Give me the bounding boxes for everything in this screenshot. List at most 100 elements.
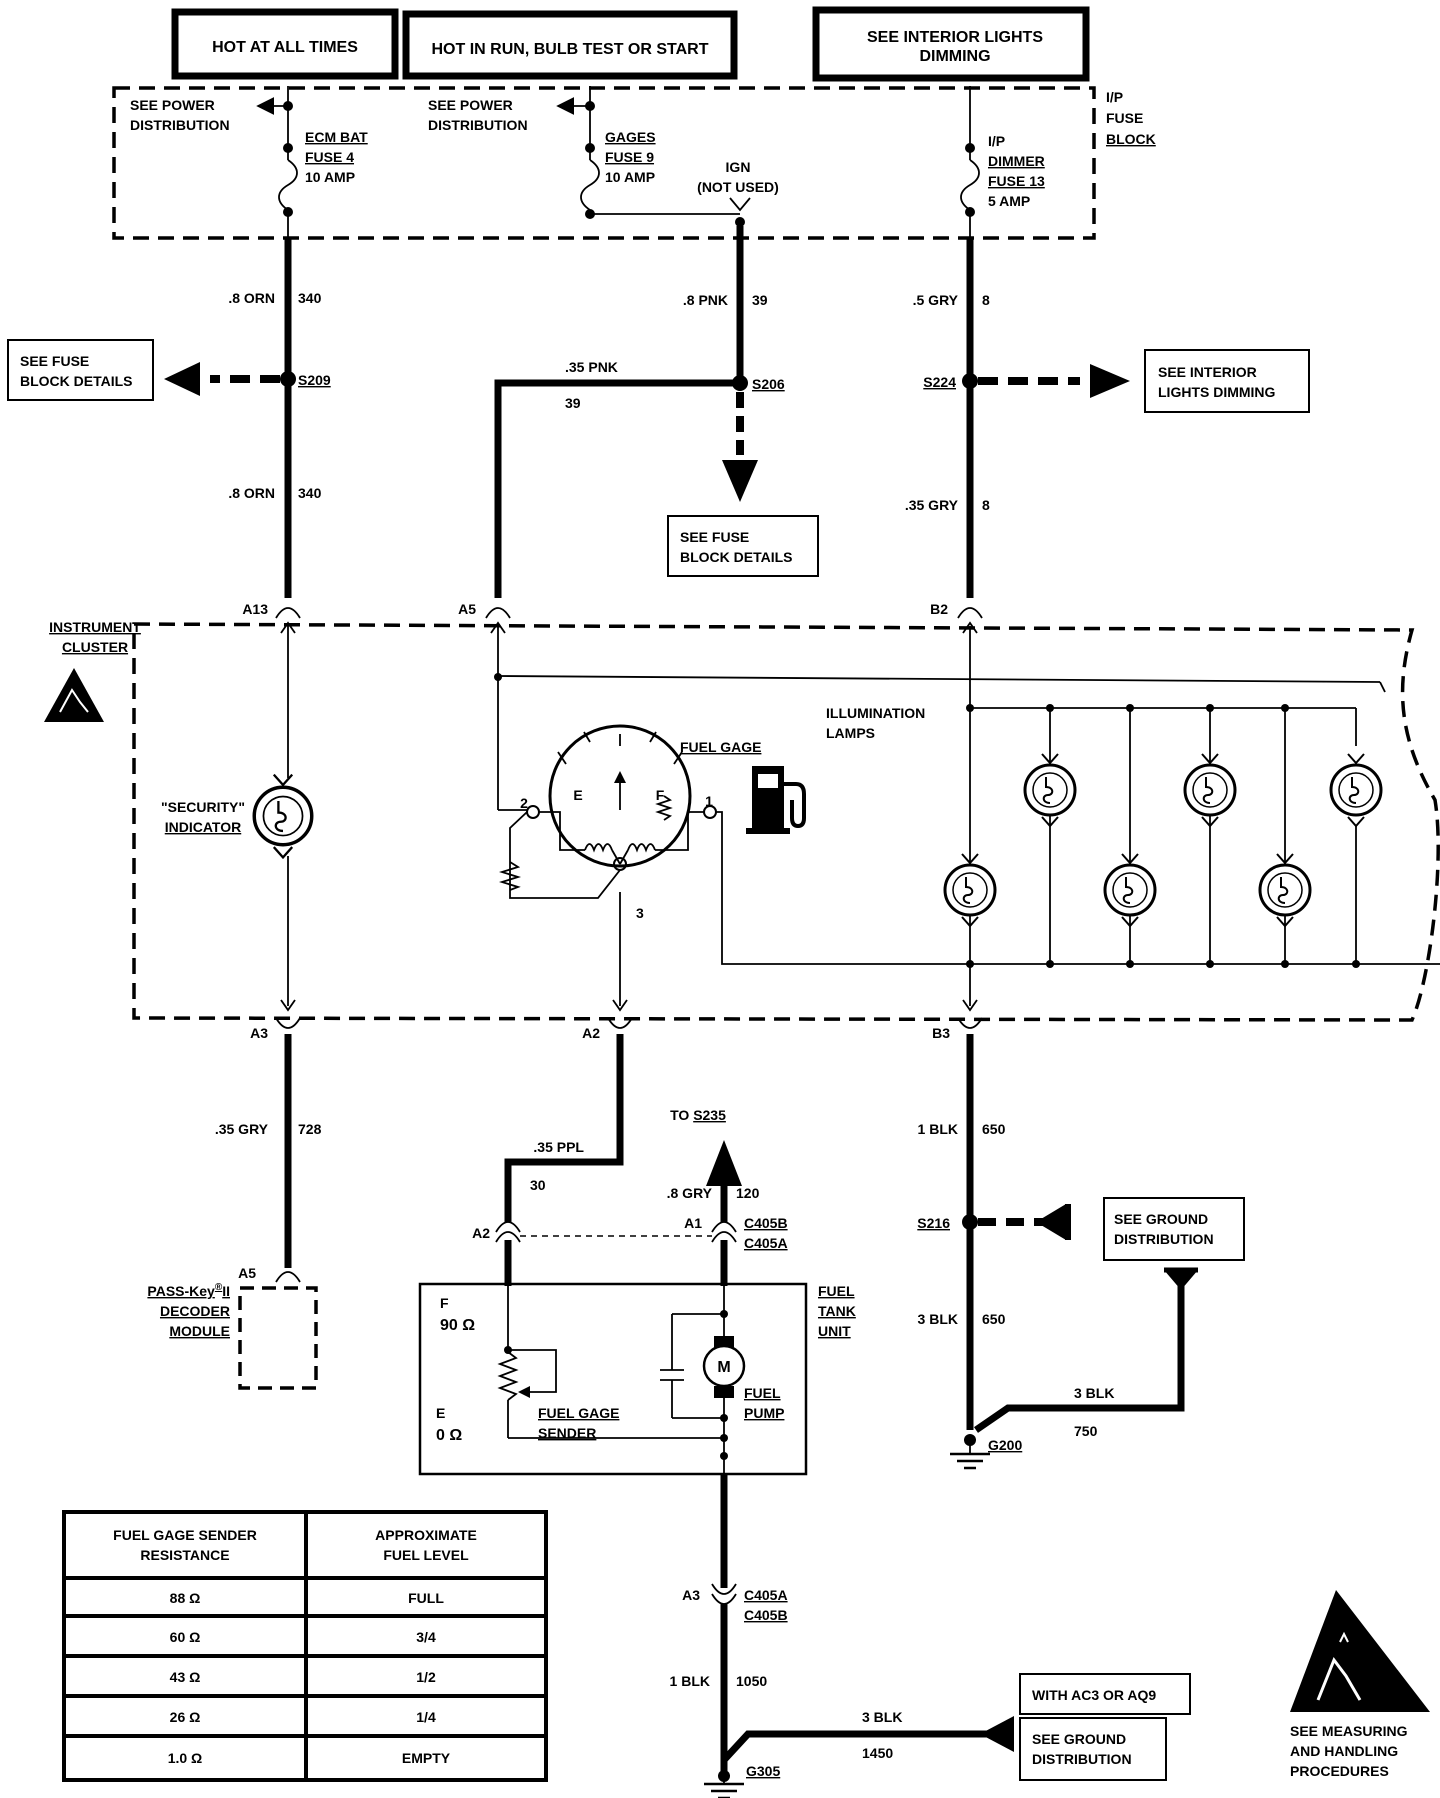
- svg-text:(NOT USED): (NOT USED): [697, 179, 779, 195]
- svg-text:1: 1: [705, 793, 713, 809]
- svg-text:SEE MEASURING: SEE MEASURING: [1290, 1723, 1408, 1739]
- svg-text:G305: G305: [746, 1763, 780, 1779]
- fuel-pump-icon: [746, 766, 806, 834]
- svg-text:BLOCK DETAILS: BLOCK DETAILS: [680, 549, 793, 565]
- svg-text:120: 120: [736, 1185, 760, 1201]
- svg-text:F: F: [656, 787, 665, 803]
- splice-s206: S206: [722, 375, 785, 502]
- instrument-cluster: INSTRUMENT CLUSTER: [49, 619, 1440, 1022]
- svg-text:3: 3: [636, 905, 644, 921]
- ground-g200: G200: [948, 1434, 1022, 1470]
- svg-text:A2: A2: [472, 1225, 490, 1241]
- svg-text:750: 750: [1074, 1423, 1098, 1439]
- svg-text:FUSE 13: FUSE 13: [988, 173, 1045, 189]
- fuel-gage: E F 2 1 3 FUEL GAGE: [520, 724, 761, 921]
- svg-text:FUSE 9: FUSE 9: [605, 149, 654, 165]
- svg-text:FUEL GAGE: FUEL GAGE: [538, 1405, 619, 1421]
- svg-text:A5: A5: [458, 601, 476, 617]
- svg-text:C405A: C405A: [744, 1587, 788, 1603]
- table-cell-level: 1/4: [416, 1709, 436, 1725]
- svg-text:A5: A5: [238, 1265, 256, 1281]
- svg-text:SEE POWER: SEE POWER: [428, 97, 513, 113]
- svg-text:ECM BAT: ECM BAT: [305, 129, 368, 145]
- fuse-9-gages: SEE POWER DISTRIBUTION GAGES FUSE 9 10 A…: [428, 86, 740, 219]
- wire-650: 1 BLK 650 3 BLK 650: [918, 1034, 1006, 1430]
- svg-text:SEE POWER: SEE POWER: [130, 97, 215, 113]
- svg-text:S216: S216: [917, 1215, 950, 1231]
- wire-1450: 3 BLK 1450: [721, 1709, 1014, 1763]
- svg-text:FUSE: FUSE: [1106, 110, 1143, 126]
- svg-text:340: 340: [298, 485, 322, 501]
- svg-text:650: 650: [982, 1121, 1006, 1137]
- see-ground-distribution-upper: SEE GROUND DISTRIBUTION: [1103, 1197, 1245, 1261]
- svg-text:B3: B3: [932, 1025, 950, 1041]
- fuse-4-ecm-bat: SEE POWER DISTRIBUTION ECM BAT FUSE 4 10…: [130, 86, 368, 240]
- wire-39: .8 PNK 39 .35 PNK 39: [494, 226, 768, 598]
- wire-120: TO S235 .8 GRY 120: [667, 1107, 760, 1222]
- connector-a3-bottom: A3: [250, 1017, 301, 1041]
- header-hot-in-run: HOT IN RUN, BULB TEST OR START: [402, 10, 738, 80]
- svg-text:0 Ω: 0 Ω: [436, 1427, 462, 1444]
- svg-text:ILLUMINATION: ILLUMINATION: [826, 705, 925, 721]
- ip-fuse-block: I/P FUSE BLOCK: [112, 86, 1156, 240]
- header-hot-at-all-times: HOT AT ALL TIMES: [171, 8, 399, 80]
- table-cell-level: EMPTY: [402, 1750, 451, 1766]
- svg-text:UNIT: UNIT: [818, 1323, 851, 1339]
- svg-text:.35 PNK: .35 PNK: [565, 359, 618, 375]
- svg-text:HOT IN RUN, BULB TEST OR START: HOT IN RUN, BULB TEST OR START: [431, 41, 708, 58]
- svg-text:M: M: [717, 1359, 730, 1376]
- svg-text:3 BLK: 3 BLK: [862, 1709, 902, 1725]
- svg-text:DISTRIBUTION: DISTRIBUTION: [1114, 1231, 1214, 1247]
- svg-text:F: F: [440, 1295, 449, 1311]
- table-cell-resistance: 43 Ω: [170, 1669, 201, 1685]
- svg-text:GAGES: GAGES: [605, 129, 656, 145]
- table-cell-resistance: 26 Ω: [170, 1709, 201, 1725]
- svg-text:PUMP: PUMP: [744, 1405, 784, 1421]
- svg-text:1450: 1450: [862, 1745, 893, 1761]
- svg-text:10 AMP: 10 AMP: [605, 169, 655, 185]
- svg-text:I/P: I/P: [1106, 89, 1123, 105]
- table-header-fuel-level: APPROXIMATE: [375, 1527, 477, 1543]
- svg-text:INDICATOR: INDICATOR: [165, 819, 241, 835]
- svg-text:A2: A2: [582, 1025, 600, 1041]
- svg-text:DISTRIBUTION: DISTRIBUTION: [1032, 1751, 1132, 1767]
- svg-text:.8 GRY: .8 GRY: [667, 1185, 713, 1201]
- svg-text:.8 PNK: .8 PNK: [683, 292, 728, 308]
- with-ac3-box: WITH AC3 OR AQ9: [1019, 1673, 1191, 1715]
- header-see-interior-lights: SEE INTERIOR LIGHTS DIMMING: [812, 6, 1090, 82]
- wire-340: .8 ORN 340 .8 ORN 340: [228, 238, 322, 598]
- esd-warning-icon: [1290, 1590, 1430, 1712]
- fuel-pump: M FUEL PUMP: [660, 1286, 784, 1474]
- svg-text:FUEL LEVEL: FUEL LEVEL: [383, 1547, 469, 1563]
- svg-text:SEE FUSE: SEE FUSE: [680, 529, 749, 545]
- svg-text:SEE INTERIOR: SEE INTERIOR: [1158, 364, 1257, 380]
- svg-text:8: 8: [982, 292, 990, 308]
- svg-text:1 BLK: 1 BLK: [918, 1121, 958, 1137]
- fuel-gage-sender: FUEL GAGE SENDER: [497, 1286, 724, 1441]
- svg-text:BLOCK DETAILS: BLOCK DETAILS: [20, 373, 133, 389]
- splice-s216: S216: [917, 1204, 1071, 1240]
- svg-text:39: 39: [752, 292, 768, 308]
- wire-728: .35 GRY 728: [215, 1034, 322, 1268]
- svg-text:C405B: C405B: [744, 1215, 788, 1231]
- svg-text:LAMPS: LAMPS: [826, 725, 875, 741]
- svg-text:FUSE 4: FUSE 4: [305, 149, 354, 165]
- svg-text:DISTRIBUTION: DISTRIBUTION: [130, 117, 230, 133]
- ign-not-used: IGN (NOT USED): [697, 159, 779, 227]
- fuel-tank-unit: FUEL TANK UNIT F 90 Ω E 0 Ω: [418, 1240, 856, 1476]
- security-indicator: "SECURITY" INDICATOR: [161, 621, 314, 1012]
- svg-text:.8 ORN: .8 ORN: [228, 290, 275, 306]
- svg-text:SEE GROUND: SEE GROUND: [1032, 1731, 1126, 1747]
- svg-text:WITH AC3 OR AQ9: WITH AC3 OR AQ9: [1032, 1687, 1156, 1703]
- pass-key-decoder-module: PASS-Key®II DECODER MODULE: [147, 1282, 318, 1390]
- svg-text:SEE FUSE: SEE FUSE: [20, 353, 89, 369]
- svg-text:2: 2: [520, 795, 528, 811]
- fuse-13-ip-dimmer: I/P DIMMER FUSE 13 5 AMP: [960, 86, 1045, 240]
- svg-text:PASS-Key®II: PASS-Key®II: [147, 1282, 230, 1299]
- table-header-resistance: FUEL GAGE SENDER: [113, 1527, 257, 1543]
- svg-text:SENDER: SENDER: [538, 1425, 596, 1441]
- svg-text:FUEL: FUEL: [744, 1385, 781, 1401]
- svg-text:3 BLK: 3 BLK: [918, 1311, 958, 1327]
- wire-750: 3 BLK 750: [974, 1267, 1198, 1439]
- svg-text:.5 GRY: .5 GRY: [913, 292, 959, 308]
